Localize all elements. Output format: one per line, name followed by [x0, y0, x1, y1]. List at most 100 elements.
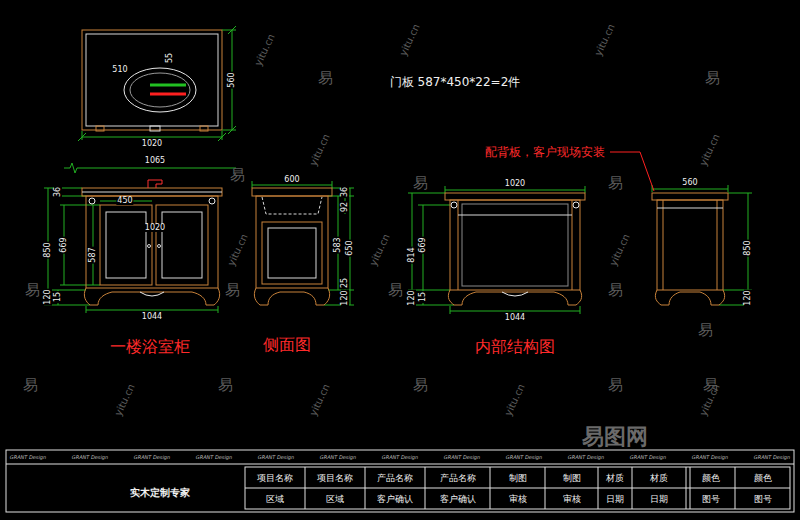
dimension-text: 55 [166, 52, 174, 64]
plan-view [130, 73, 190, 107]
dimension-text: 1020 [144, 224, 166, 232]
watermark-text: yitu.cn [253, 32, 276, 67]
watermark-text: yitu.cn [226, 232, 249, 267]
brand-strip-text: GRANT Design [567, 455, 605, 460]
plan-view [124, 68, 196, 112]
front-elevation [156, 205, 208, 285]
dimension-line [44, 26, 752, 314]
dimension-line [652, 189, 728, 190]
plan-view [150, 126, 160, 131]
front-elevation [82, 192, 222, 193]
front-elevation [106, 212, 146, 278]
table-cell-text: 审核 [562, 495, 582, 504]
dimension-line [252, 185, 332, 186]
watermark-text: yitu.cn [698, 132, 721, 167]
table-cell-text: 项目名称 [256, 474, 294, 483]
table-cell-text: 项目名称 [316, 474, 354, 483]
title-block [365, 467, 366, 509]
front-elevation [100, 205, 152, 285]
watermark-text: yitu.cn [308, 132, 331, 167]
front-elevation [148, 180, 162, 188]
dimension-line [222, 30, 236, 31]
watermark-text: yitu.cn [593, 22, 616, 57]
dimension-text: 583 [334, 236, 342, 253]
watermark-text: 易 [608, 378, 623, 393]
title-block [490, 467, 491, 509]
table-cell-text: 产品名称 [376, 474, 414, 483]
dimension-line [86, 310, 218, 311]
table-cell-text: 审核 [508, 495, 528, 504]
internal-structure [445, 193, 585, 200]
side-elevation [252, 188, 332, 196]
watermark-text: 易 [388, 283, 403, 298]
back-panel-side [655, 290, 724, 305]
plan-view [82, 30, 222, 131]
dimension-line [218, 306, 219, 313]
table-cell-text: 图号 [701, 495, 721, 504]
back-panel-side [717, 200, 718, 290]
internal-structure [445, 193, 585, 305]
dimension-text: 587 [89, 246, 97, 263]
title-block [305, 467, 306, 509]
side-elevation [254, 288, 329, 305]
table-cell-text: 客户确认 [376, 495, 414, 504]
dimension-text: 92 [341, 201, 349, 213]
watermark-text: yitu.cn [368, 232, 391, 267]
watermark-text: yitu.cn [113, 382, 136, 417]
dimension-line [252, 181, 253, 188]
dimension-line [728, 185, 729, 192]
brand-strip-text: GRANT Design [71, 455, 109, 460]
dimension-line [445, 190, 585, 191]
side-elevation [262, 222, 322, 284]
plan-view [150, 84, 186, 87]
side-elevation [262, 197, 322, 214]
dimension-line [228, 26, 236, 34]
title-block [425, 467, 426, 509]
brand-strip-text: GRANT Design [443, 455, 481, 460]
watermark-text: 易 [230, 168, 245, 183]
back-panel-side [657, 208, 723, 209]
title-block [6, 450, 794, 512]
front-elevation [84, 288, 219, 305]
side-elevation [256, 196, 328, 288]
dimension-text: 120 [408, 289, 416, 306]
watermark-text: 易 [413, 378, 428, 393]
front-elevation [82, 180, 222, 305]
front-elevation [140, 292, 164, 296]
back-panel-side [652, 193, 728, 305]
back-panel-side [663, 200, 664, 290]
brand-strip-text: GRANT Design [691, 455, 729, 460]
plan-view [82, 30, 222, 130]
side-elevation [252, 188, 332, 305]
dimension-line [450, 306, 451, 314]
red-title-text: 一楼浴室柜 [109, 339, 191, 355]
dimension-text: 600 [283, 176, 300, 184]
dimension-text: 25 [341, 277, 349, 289]
dimension-line [82, 137, 222, 138]
back-panel-side [652, 193, 728, 200]
dimension-text: 560 [681, 179, 698, 187]
internal-structure [462, 204, 568, 286]
dimension-line [82, 131, 83, 140]
dimension-text: 450 [116, 197, 133, 205]
title-block [6, 464, 794, 465]
watermark-text: 易 [225, 283, 240, 298]
internal-structure [502, 292, 528, 296]
title-block [690, 467, 691, 509]
watermark-text: 易 [25, 283, 40, 298]
dimension-text: 36 [54, 186, 62, 198]
table-cell-text: 客户确认 [439, 495, 477, 504]
plan-view [86, 34, 218, 126]
watermark-text: 易 [608, 176, 623, 191]
internal-structure [448, 290, 581, 305]
brand-strip-text: GRANT Design [319, 455, 357, 460]
dimension-line [445, 186, 446, 193]
watermark-text: yitu.cn [503, 382, 526, 417]
table-cell-text: 颜色 [753, 474, 773, 483]
brand-strip-text: GRANT Design [753, 455, 791, 460]
plan-view [150, 93, 186, 96]
front-elevation [89, 198, 95, 204]
front-elevation [162, 212, 202, 278]
watermark-text: yitu.cn [698, 382, 721, 417]
watermark-text: 易 [413, 176, 428, 191]
